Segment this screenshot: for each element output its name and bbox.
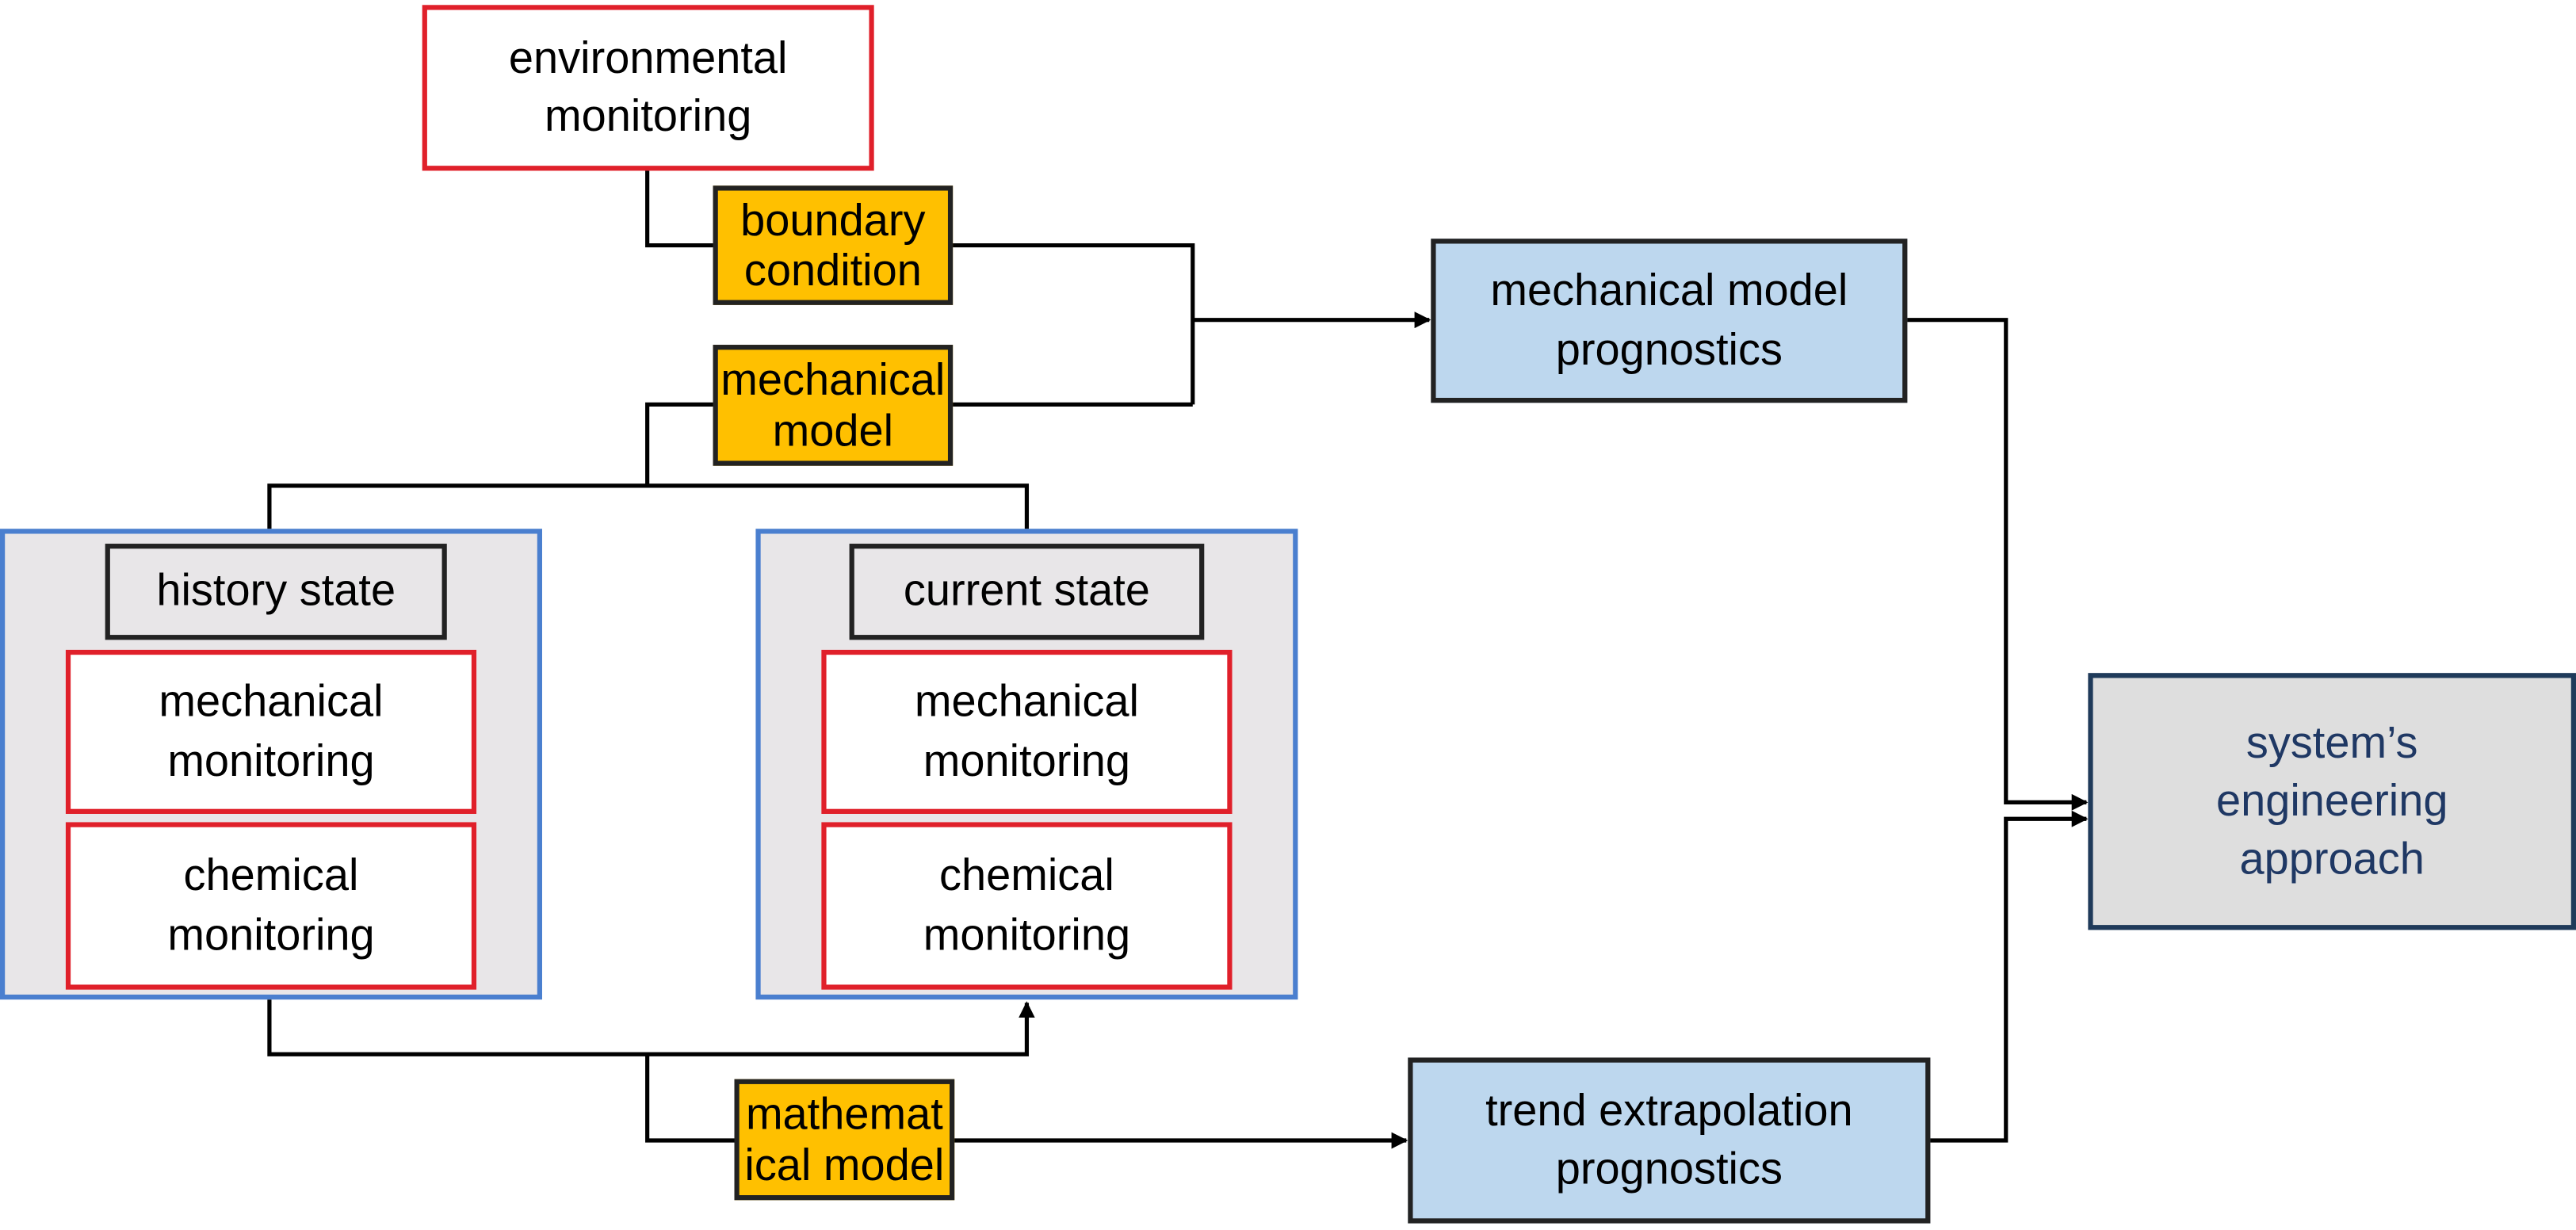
connector-history-to-current — [267, 998, 1035, 1056]
history-mechanical-monitoring-node: mechanical monitoring — [65, 649, 477, 814]
systems-engineering-reflection: system’s engineering approach — [2089, 931, 2576, 1198]
mechanical-model-node: mechanical model — [713, 345, 954, 466]
connector-boundary-to-junction — [951, 243, 1195, 405]
current-mechanical-monitoring-node: mechanical monitoring — [821, 649, 1233, 814]
history-state-label: history state — [105, 544, 447, 640]
connector-states-to-mechmodel — [645, 402, 717, 486]
trend-extrapolation-prognostics-node: trend extrapolation prognostics — [1408, 1057, 1931, 1224]
current-state-label: current state — [849, 544, 1205, 640]
mechanical-model-prognostics-node: mechanical model prognostics — [1431, 239, 1908, 403]
reflection-fade — [2089, 931, 2576, 1198]
current-chemical-monitoring-node: chemical monitoring — [821, 822, 1233, 990]
systems-engineering-approach-node: system’s engineering approach — [2088, 673, 2576, 930]
mathematical-model-node: mathemat ical model — [734, 1079, 955, 1201]
arrow-trend-prognostics-to-system — [1928, 810, 2089, 1143]
environmental-monitoring-node: environmental monitoring — [422, 5, 874, 171]
boundary-condition-node: boundary condition — [713, 185, 954, 305]
connector-env-to-boundary — [645, 169, 717, 248]
history-chemical-monitoring-node: chemical monitoring — [65, 822, 477, 990]
connector-states-bus — [267, 483, 1030, 533]
arrow-mech-prognostics-to-system — [1905, 318, 2089, 811]
connector-bus-to-mathmodel — [645, 1054, 736, 1143]
